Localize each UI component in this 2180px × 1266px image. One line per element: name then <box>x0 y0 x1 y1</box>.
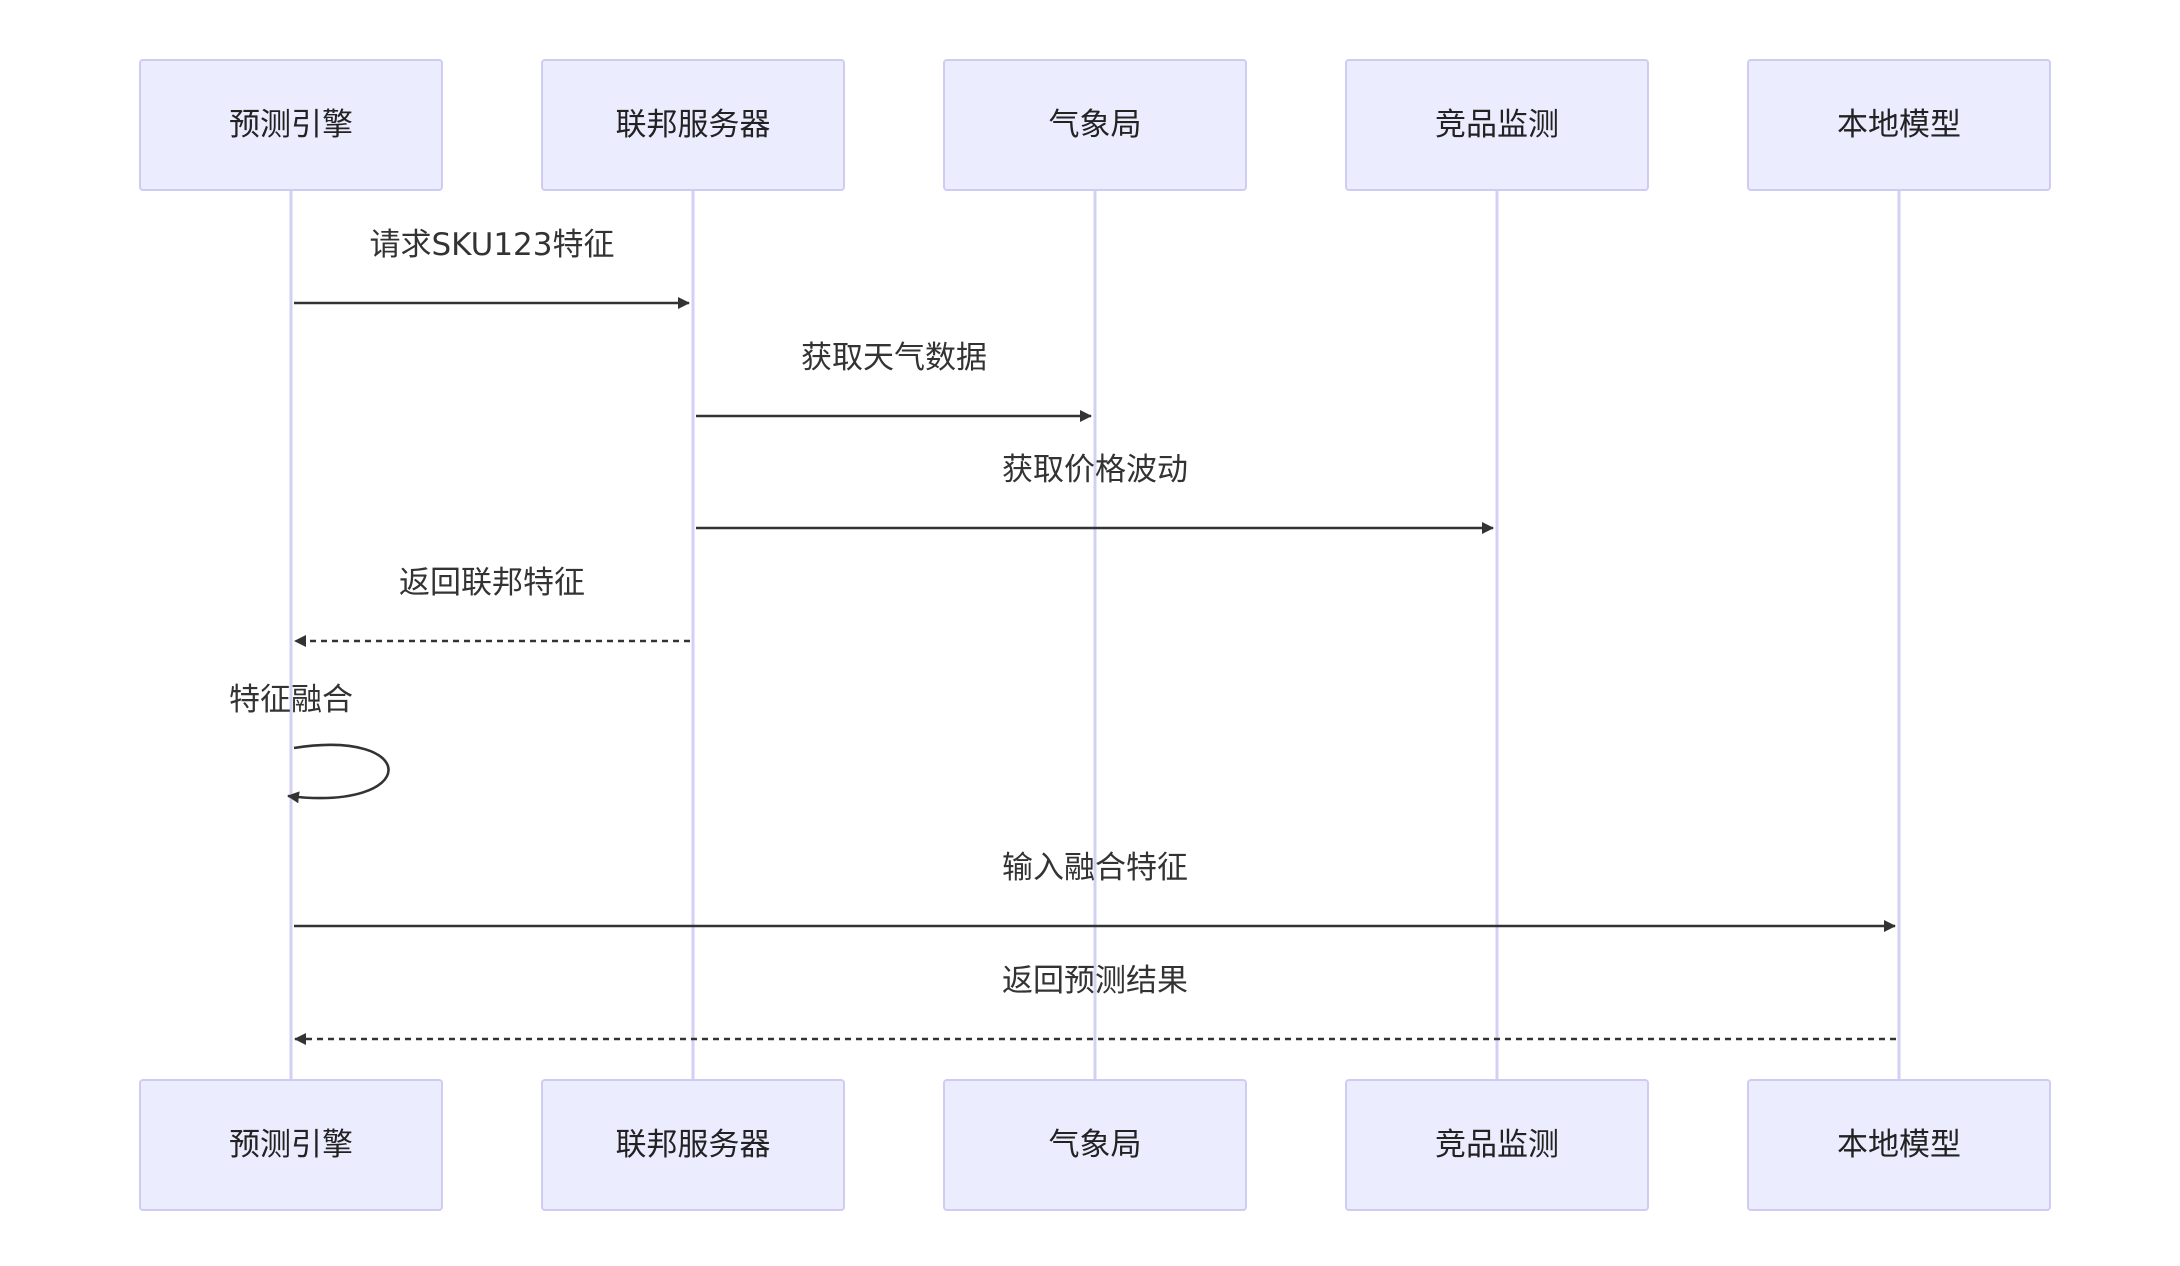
actor-box <box>943 59 1247 191</box>
message-7: 返回预测结果 <box>294 963 1896 1045</box>
actor-local-bottom: 本地模型 <box>1747 1079 2051 1211</box>
message-5: 特征融合 <box>229 682 390 804</box>
message-label: 返回联邦特征 <box>399 565 585 601</box>
actor-engine-bottom: 预测引擎 <box>139 1079 443 1211</box>
message-1: 请求SKU123特征 <box>294 227 690 309</box>
message-label: 请求SKU123特征 <box>369 227 614 263</box>
actor-box <box>1345 59 1649 191</box>
actor-box <box>1747 1079 2051 1211</box>
message-2: 获取天气数据 <box>696 340 1092 422</box>
message-label: 输入融合特征 <box>1002 850 1188 886</box>
actor-box <box>139 1079 443 1211</box>
actors-bottom: 预测引擎 联邦服务器 气象局 竞品监测 本地模型 <box>139 1079 2051 1211</box>
message-4: 返回联邦特征 <box>294 565 690 647</box>
self-loop-arrow <box>287 743 390 804</box>
actors-top: 预测引擎 联邦服务器 气象局 竞品监测 本地模型 <box>139 59 2051 191</box>
actor-label: 气象局 <box>1049 107 1142 143</box>
message-label: 特征融合 <box>229 682 353 718</box>
actor-label: 竞品监测 <box>1435 107 1559 143</box>
actor-label: 本地模型 <box>1837 107 1961 143</box>
actor-competitor-bottom: 竞品监测 <box>1345 1079 1649 1211</box>
actor-label: 竞品监测 <box>1435 1127 1559 1163</box>
message-6: 输入融合特征 <box>294 850 1896 932</box>
actor-label: 预测引擎 <box>229 107 353 143</box>
actor-local-top: 本地模型 <box>1747 59 2051 191</box>
message-label: 返回预测结果 <box>1002 963 1188 999</box>
actor-box <box>541 1079 845 1211</box>
actor-label: 本地模型 <box>1837 1127 1961 1163</box>
actor-weather-bottom: 气象局 <box>943 1079 1247 1211</box>
actor-engine-top: 预测引擎 <box>139 59 443 191</box>
actor-fed-bottom: 联邦服务器 <box>541 1079 845 1211</box>
message-label: 获取价格波动 <box>1002 452 1188 488</box>
actor-box <box>943 1079 1247 1211</box>
message-label: 获取天气数据 <box>801 340 987 376</box>
actor-box <box>541 59 845 191</box>
messages: 请求SKU123特征获取天气数据获取价格波动返回联邦特征特征融合输入融合特征返回… <box>229 227 1896 1045</box>
lifelines <box>289 190 1901 1080</box>
actor-label: 气象局 <box>1049 1127 1142 1163</box>
message-3: 获取价格波动 <box>696 452 1494 534</box>
actor-label: 联邦服务器 <box>616 107 771 143</box>
actor-fed-top: 联邦服务器 <box>541 59 845 191</box>
actor-weather-top: 气象局 <box>943 59 1247 191</box>
actor-label: 联邦服务器 <box>616 1127 771 1163</box>
actor-box <box>1747 59 2051 191</box>
actor-label: 预测引擎 <box>229 1127 353 1163</box>
actor-box <box>139 59 443 191</box>
actor-competitor-top: 竞品监测 <box>1345 59 1649 191</box>
actor-box <box>1345 1079 1649 1211</box>
